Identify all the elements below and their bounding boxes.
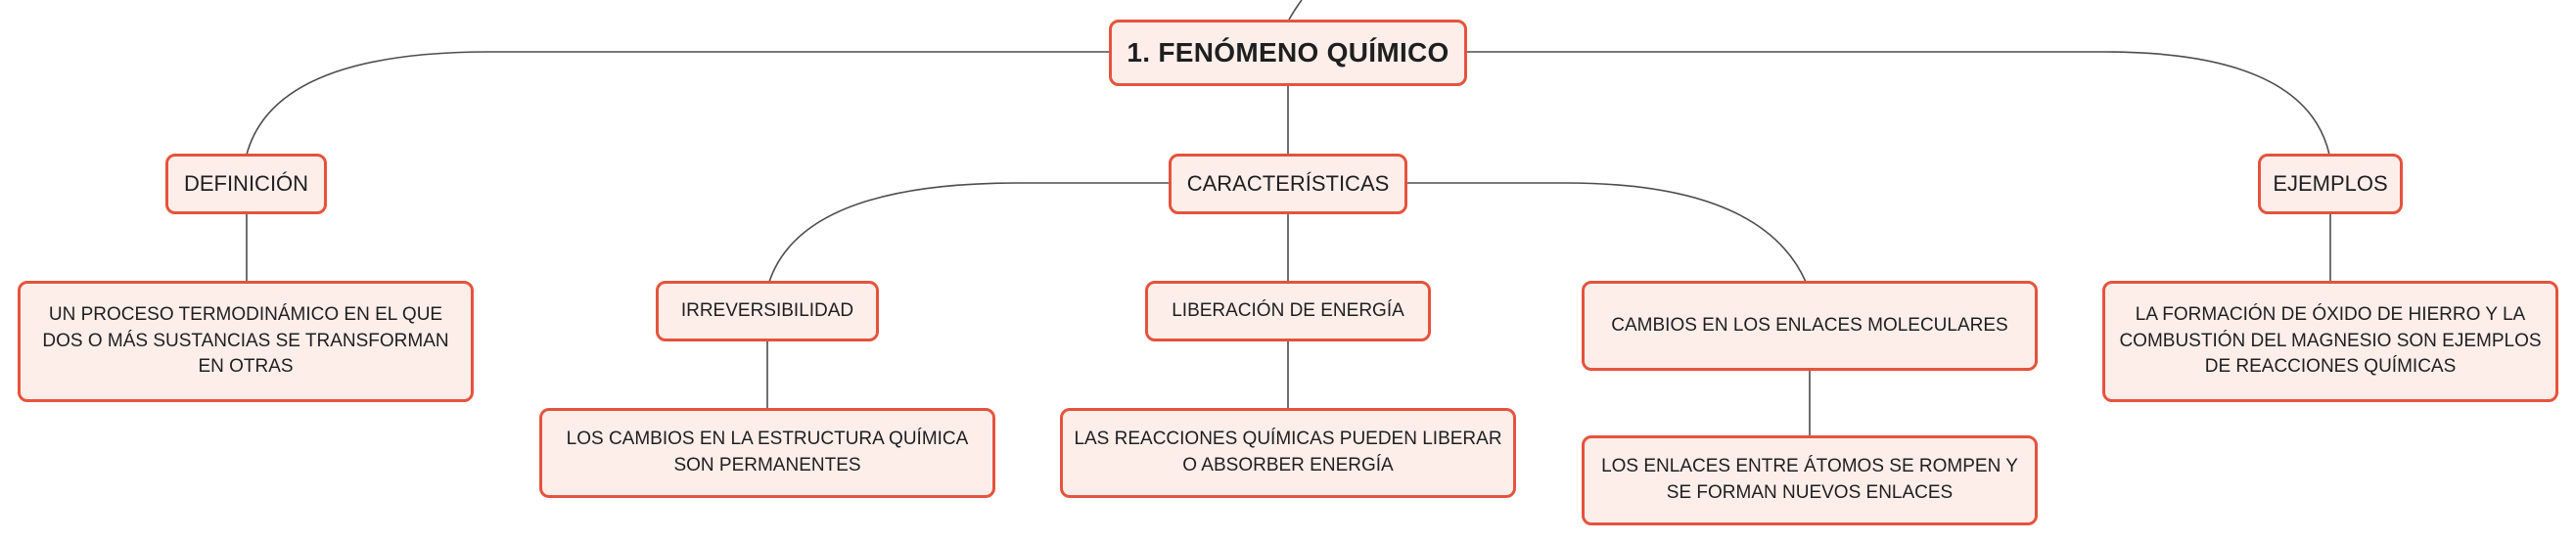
connector-root-ejemplos — [1466, 51, 2330, 156]
liberacion-energia-detail-content: LAS REACCIONES QUÍMICAS PUEDEN LIBERAR O… — [1074, 429, 1502, 475]
topic-caracteristicas[interactable]: CARACTERÍSTICAS — [1169, 154, 1407, 214]
ejemplos-text[interactable]: LA FORMACIÓN DE ÓXIDO DE HIERRO Y LA COM… — [2102, 281, 2558, 402]
topic-caracteristicas-label: CARACTERÍSTICAS — [1186, 170, 1390, 196]
definicion-text[interactable]: UN PROCESO TERMODINÁMICO EN EL QUE DOS O… — [18, 281, 474, 402]
topic-liberacion-energia-label: LIBERACIÓN DE ENERGÍA — [1172, 299, 1404, 321]
topic-irreversibilidad[interactable]: IRREVERSIBILIDAD — [656, 281, 879, 341]
topic-definicion-label: DEFINICIÓN — [183, 170, 309, 196]
connector-caracteristicas-irreversibilidad — [768, 182, 1172, 283]
irreversibilidad-detail-content: LOS CAMBIOS EN LA ESTRUCTURA QUÍMICA SON… — [566, 429, 969, 475]
topic-ejemplos-label: EJEMPLOS — [2273, 170, 2388, 196]
topic-cambios-enlaces-label: CAMBIOS EN LOS ENLACES MOLECULARES — [1611, 314, 2008, 336]
definicion-text-content: UN PROCESO TERMODINÁMICO EN EL QUE DOS O… — [42, 304, 449, 378]
connector-caracteristicas-enlaces — [1405, 182, 1807, 283]
root-topic[interactable]: 1. FENÓMENO QUÍMICO — [1109, 20, 1467, 86]
root-topic-label: 1. FENÓMENO QUÍMICO — [1127, 37, 1449, 68]
irreversibilidad-detail[interactable]: LOS CAMBIOS EN LA ESTRUCTURA QUÍMICA SON… — [539, 408, 995, 498]
connector-root-incoming — [1288, 0, 1303, 21]
topic-ejemplos[interactable]: EJEMPLOS — [2258, 154, 2403, 214]
topic-irreversibilidad-label: IRREVERSIBILIDAD — [680, 299, 854, 321]
cambios-enlaces-detail-content: LOS ENLACES ENTRE ÁTOMOS SE ROMPEN Y SE … — [1601, 456, 2018, 503]
topic-cambios-enlaces[interactable]: CAMBIOS EN LOS ENLACES MOLECULARES — [1582, 281, 2038, 371]
topic-definicion[interactable]: DEFINICIÓN — [165, 154, 327, 214]
cambios-enlaces-detail[interactable]: LOS ENLACES ENTRE ÁTOMOS SE ROMPEN Y SE … — [1582, 435, 2038, 525]
liberacion-energia-detail[interactable]: LAS REACCIONES QUÍMICAS PUEDEN LIBERAR O… — [1060, 408, 1516, 498]
connector-root-definicion — [246, 51, 1111, 156]
ejemplos-text-content: LA FORMACIÓN DE ÓXIDO DE HIERRO Y LA COM… — [2119, 304, 2542, 378]
topic-liberacion-energia[interactable]: LIBERACIÓN DE ENERGÍA — [1145, 281, 1431, 341]
